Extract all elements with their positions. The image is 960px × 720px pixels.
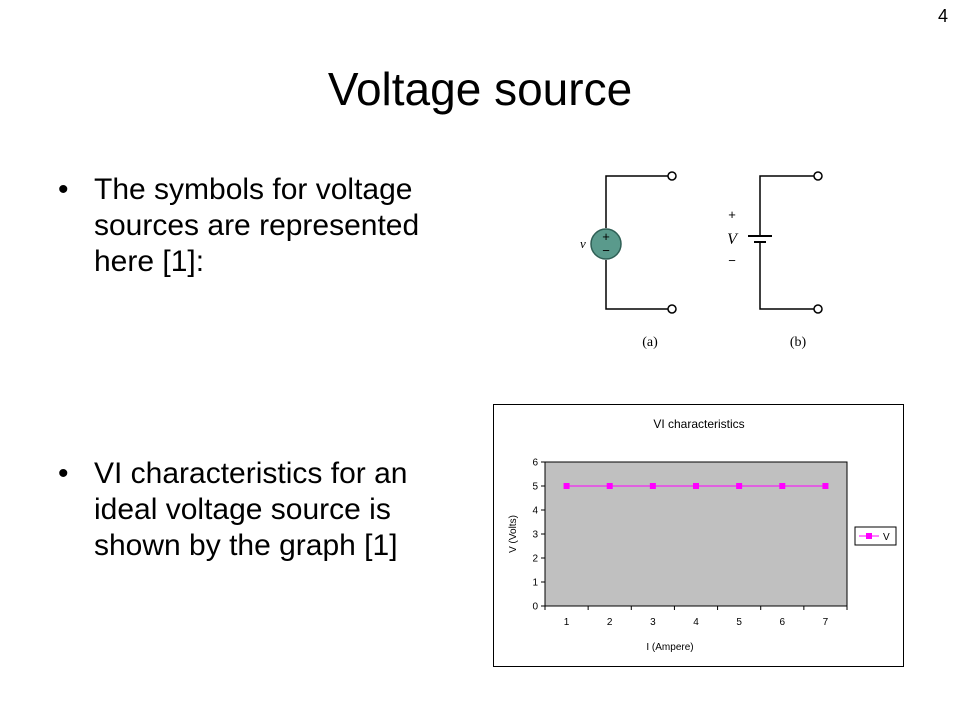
data-point xyxy=(649,483,656,489)
x-tick-label: 7 xyxy=(823,617,829,628)
x-tick-label: 6 xyxy=(780,617,786,628)
x-axis-label: I (Ampere) xyxy=(646,642,693,653)
vi-chart-frame: VI characteristics 0 1 2 3 4 5 6 1 2 3 4 5 6 7 V (Vo… xyxy=(493,404,904,667)
y-axis-ticks: 0 1 2 3 4 5 6 xyxy=(532,458,545,613)
wire-b-top xyxy=(759,175,814,236)
legend-marker xyxy=(866,533,872,539)
wire-a-top xyxy=(605,175,668,228)
y-tick-label: 3 xyxy=(532,530,538,541)
source-minus-sign: − xyxy=(602,243,610,258)
voltage-source-symbols: + − v (a) + V − (b) xyxy=(580,171,823,350)
x-tick-label: 2 xyxy=(607,617,613,628)
x-tick-label: 1 xyxy=(564,617,570,628)
x-axis-ticks: 1 2 3 4 5 6 7 xyxy=(544,606,848,628)
x-tick-label: 3 xyxy=(650,617,656,628)
wire-b-bottom xyxy=(759,242,814,310)
series-layer xyxy=(563,483,829,489)
legend-label: V xyxy=(883,532,890,543)
data-point xyxy=(693,483,699,489)
x-tick-label: 5 xyxy=(736,617,742,628)
bullet-text: VI characteristics for an ideal voltage … xyxy=(94,457,408,562)
battery-plus-sign: + xyxy=(728,207,736,222)
bullet-item-vi: • VI characteristics for an ideal voltag… xyxy=(58,456,458,564)
y-axis-label: V (Volts) xyxy=(508,515,519,553)
y-tick-label: 4 xyxy=(532,506,538,517)
legend: V xyxy=(854,526,897,546)
figure-label-b: (b) xyxy=(790,335,807,350)
terminal-a-top xyxy=(667,171,677,181)
bullet-item-symbols: • The symbols for voltage sources are re… xyxy=(58,172,458,280)
data-point xyxy=(606,483,613,489)
data-point xyxy=(779,483,786,489)
bullet-dot: • xyxy=(58,173,69,206)
bullet-dot: • xyxy=(58,457,69,490)
battery-minus-sign: − xyxy=(728,253,736,268)
source-plus-sign: + xyxy=(602,229,610,244)
slide-title: Voltage source xyxy=(327,63,633,115)
terminal-a-bottom xyxy=(667,304,677,314)
y-tick-label: 2 xyxy=(532,554,538,565)
data-point xyxy=(563,483,570,489)
slide-number: 4 xyxy=(937,6,948,26)
circuit-a: + − v (a) xyxy=(580,171,677,350)
x-tick-label: 4 xyxy=(693,617,699,628)
variable-v-label: v xyxy=(580,236,586,251)
bullet-text: The symbols for voltage sources are repr… xyxy=(94,173,420,278)
variable-V-label: V xyxy=(727,231,739,248)
wire-a-bottom xyxy=(605,260,668,310)
data-point xyxy=(736,483,743,489)
figure-label-a: (a) xyxy=(642,335,658,350)
y-tick-label: 0 xyxy=(532,602,538,613)
y-tick-label: 1 xyxy=(532,578,538,589)
data-point xyxy=(822,483,829,489)
vi-chart: VI characteristics 0 1 2 3 4 5 6 1 2 3 4 5 6 7 V (Vo… xyxy=(508,417,897,653)
y-tick-label: 6 xyxy=(532,458,538,469)
chart-title: VI characteristics xyxy=(653,417,744,431)
voltage-source-circle xyxy=(590,228,622,260)
terminal-b-bottom xyxy=(813,304,823,314)
terminal-b-top xyxy=(813,171,823,181)
circuit-b: + V − (b) xyxy=(727,171,823,350)
y-tick-label: 5 xyxy=(532,482,538,493)
